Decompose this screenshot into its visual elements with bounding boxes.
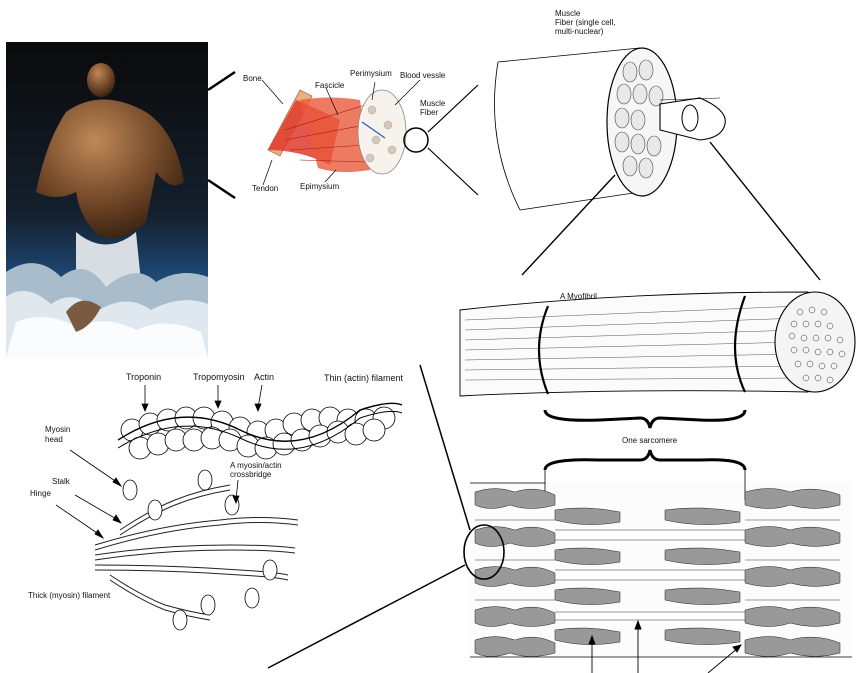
label-myosin-head-2: head [45, 436, 63, 445]
label-sarcomere: One sarcomere [622, 437, 677, 446]
label-tendon: Tendon [252, 185, 278, 194]
label-hinge: Hinge [30, 490, 51, 499]
label-muscle-fiber: Muscle Fiber [420, 100, 454, 118]
connector-line [208, 180, 235, 198]
label-crossbridge-2: crossbridge [230, 471, 271, 480]
muscle-bundle [262, 80, 478, 195]
label-tropomyosin: Tropomyosin [193, 373, 245, 383]
label-fascicle: Fascicle [315, 82, 344, 91]
label-troponin: Troponin [126, 373, 161, 383]
label-myofibril: A Myofibril [560, 293, 597, 302]
label-stalk: Stalk [52, 478, 70, 487]
label-epimysium: Epimysium [300, 183, 339, 192]
label-actin: Actin [254, 373, 274, 383]
label-perimysium: Perimysium [350, 70, 392, 79]
label-thin-filament: Thin (actin) filament [324, 374, 403, 384]
connector-line [208, 72, 235, 90]
label-blood-vessel: Blood vessle [400, 72, 445, 81]
label-myosin-head-1: Myosin [45, 426, 70, 435]
sarcomere-drawing [268, 365, 852, 673]
label-fiber-sub2: multi-nuclear) [555, 28, 603, 37]
thin-filament-drawing [118, 385, 402, 459]
muscle-fiber-drawing [494, 48, 820, 280]
label-thick-filament: Thick (myosin) filament [28, 592, 110, 601]
label-bone: Bone [243, 75, 262, 84]
